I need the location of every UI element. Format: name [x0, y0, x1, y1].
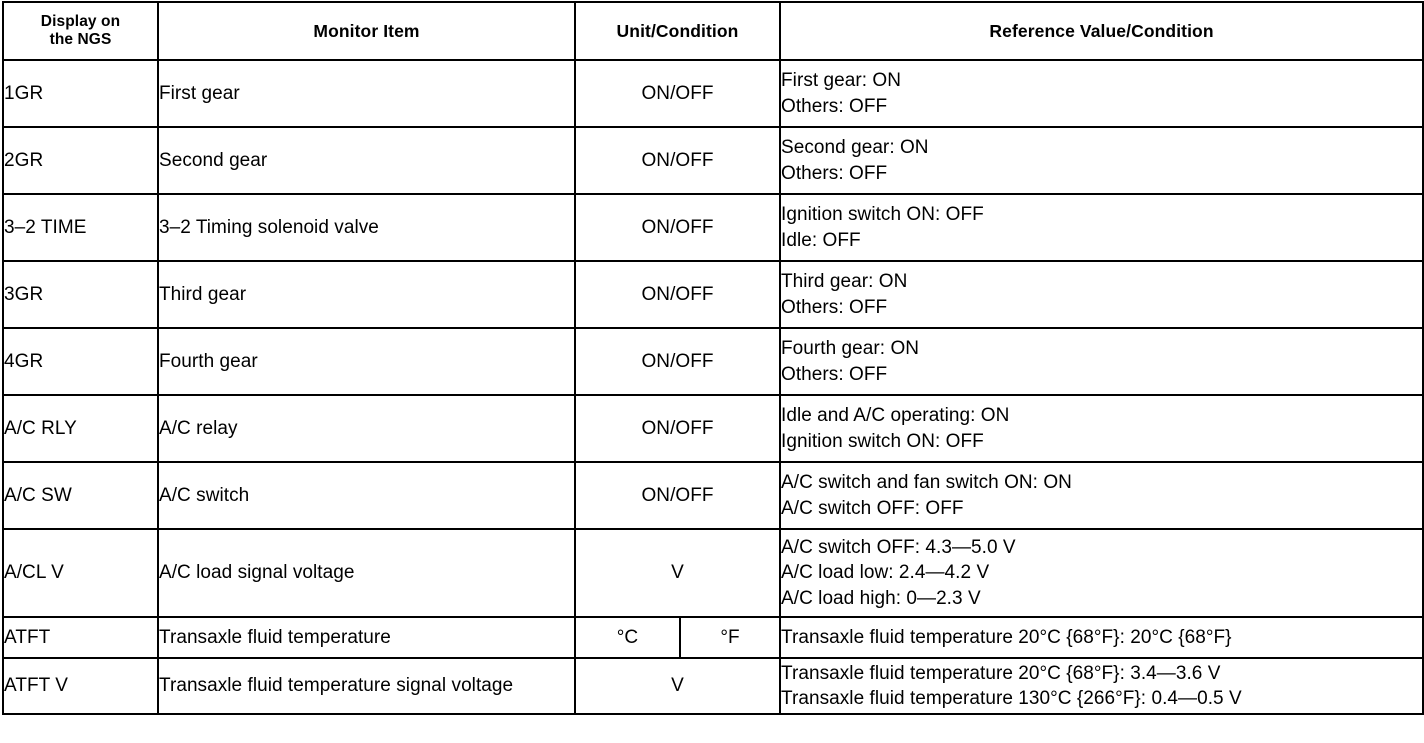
- cell-monitor-item: Third gear: [157, 260, 576, 329]
- reference-line: Transaxle fluid temperature 20°C {68°F}:…: [781, 662, 1221, 684]
- reference-line: A/C switch OFF: OFF: [781, 497, 964, 519]
- cell-monitor-item: Second gear: [157, 126, 576, 195]
- cell-monitor-item: Transaxle fluid temperature: [157, 616, 576, 659]
- cell-unit-condition: ON/OFF: [573, 193, 782, 262]
- reference-line: Fourth gear: ON: [781, 338, 920, 360]
- reference-line: Idle: OFF: [781, 229, 861, 251]
- reference-line: First gear: ON: [781, 70, 902, 92]
- cell-display-on-ngs: 4GR: [2, 327, 159, 396]
- reference-line: Ignition switch ON: OFF: [781, 430, 984, 452]
- cell-unit-condition: ON/OFF: [573, 126, 782, 195]
- cell-display-on-ngs: A/C RLY: [2, 394, 159, 463]
- reference-line: A/C load low: 2.4—4.2 V: [781, 562, 990, 584]
- column-header-display-on-ngs: Display on the NGS: [2, 1, 159, 61]
- cell-reference-value-condition: Transaxle fluid temperature 20°C {68°F}:…: [779, 657, 1424, 715]
- cell-reference-value-condition: A/C switch and fan switch ON: ON A/C swit…: [779, 461, 1424, 530]
- cell-display-on-ngs: 2GR: [2, 126, 159, 195]
- reference-line: A/C switch and fan switch ON: ON: [781, 472, 1072, 494]
- cell-reference-value-condition: Fourth gear: ON Others: OFF: [779, 327, 1424, 396]
- cell-unit-condition: V: [573, 528, 782, 618]
- cell-display-on-ngs: 1GR: [2, 59, 159, 128]
- cell-unit-condition: ON/OFF: [573, 260, 782, 329]
- cell-reference-value-condition: Transaxle fluid temperature 20°C {68°F}:…: [779, 616, 1424, 659]
- cell-display-on-ngs: ATFT: [2, 616, 159, 659]
- column-header-unit-condition: Unit/Condition: [573, 1, 782, 61]
- cell-monitor-item: Transaxle fluid temperature signal volta…: [157, 657, 576, 715]
- cell-monitor-item: First gear: [157, 59, 576, 128]
- reference-line: Third gear: ON: [781, 271, 908, 293]
- cell-unit-fahrenheit: °F: [678, 616, 782, 659]
- cell-display-on-ngs: 3GR: [2, 260, 159, 329]
- cell-unit-condition: ON/OFF: [573, 461, 782, 530]
- cell-reference-value-condition: Second gear: ON Others: OFF: [779, 126, 1424, 195]
- reference-line: Others: OFF: [781, 95, 888, 117]
- reference-line: Idle and A/C operating: ON: [781, 405, 1010, 427]
- reference-line: A/C load high: 0—2.3 V: [781, 587, 981, 609]
- reference-line: Ignition switch ON: OFF: [781, 204, 984, 226]
- cell-display-on-ngs: ATFT V: [2, 657, 159, 715]
- cell-unit-condition: ON/OFF: [573, 394, 782, 463]
- cell-reference-value-condition: First gear: ON Others: OFF: [779, 59, 1424, 128]
- reference-line: Transaxle fluid temperature 130°C {266°F…: [781, 688, 1242, 709]
- header-row: Display on the NGS Monitor Item Unit/Con…: [2, 1, 1424, 61]
- cell-display-on-ngs: A/C SW: [2, 461, 159, 530]
- cell-monitor-item: A/C relay: [157, 394, 576, 463]
- cell-monitor-item: Fourth gear: [157, 327, 576, 396]
- cell-display-on-ngs: A/CL V: [2, 528, 159, 618]
- reference-line: Transaxle fluid temperature 20°C {68°F}:…: [781, 626, 1232, 648]
- header-ngs-line1: Display on: [40, 12, 121, 30]
- reference-line: Others: OFF: [781, 296, 888, 318]
- table-header: Display on the NGS Monitor Item Unit/Con…: [2, 1, 1424, 61]
- column-header-reference-value-condition: Reference Value/Condition: [779, 1, 1424, 61]
- cell-unit-celsius: °C: [574, 616, 681, 659]
- cell-unit-condition: V: [573, 657, 782, 715]
- reference-line: Others: OFF: [781, 162, 888, 184]
- cell-unit-condition: ON/OFF: [573, 59, 782, 128]
- column-header-monitor-item: Monitor Item: [157, 1, 576, 61]
- monitor-item-reference-table: Display on the NGS Monitor Item Unit/Con…: [2, 1, 1424, 715]
- cell-unit-condition: ON/OFF: [573, 327, 782, 396]
- reference-line: A/C switch OFF: 4.3—5.0 V: [781, 537, 1016, 559]
- cell-reference-value-condition: Idle and A/C operating: ON Ignition switc…: [779, 394, 1424, 463]
- cell-monitor-item: A/C load signal voltage: [157, 528, 576, 618]
- cell-reference-value-condition: Third gear: ON Others: OFF: [779, 260, 1424, 329]
- cell-display-on-ngs: 3–2 TIME: [2, 193, 159, 262]
- cell-monitor-item: 3–2 Timing solenoid valve: [157, 193, 576, 262]
- reference-line: Second gear: ON: [781, 137, 929, 159]
- header-ngs-line2: the NGS: [49, 31, 112, 48]
- reference-line: Others: OFF: [781, 363, 888, 385]
- cell-reference-value-condition: Ignition switch ON: OFF Idle: OFF: [779, 193, 1424, 262]
- cell-reference-value-condition: A/C switch OFF: 4.3—5.0 V A/C load low: 2…: [779, 528, 1424, 618]
- cell-monitor-item: A/C switch: [157, 461, 576, 530]
